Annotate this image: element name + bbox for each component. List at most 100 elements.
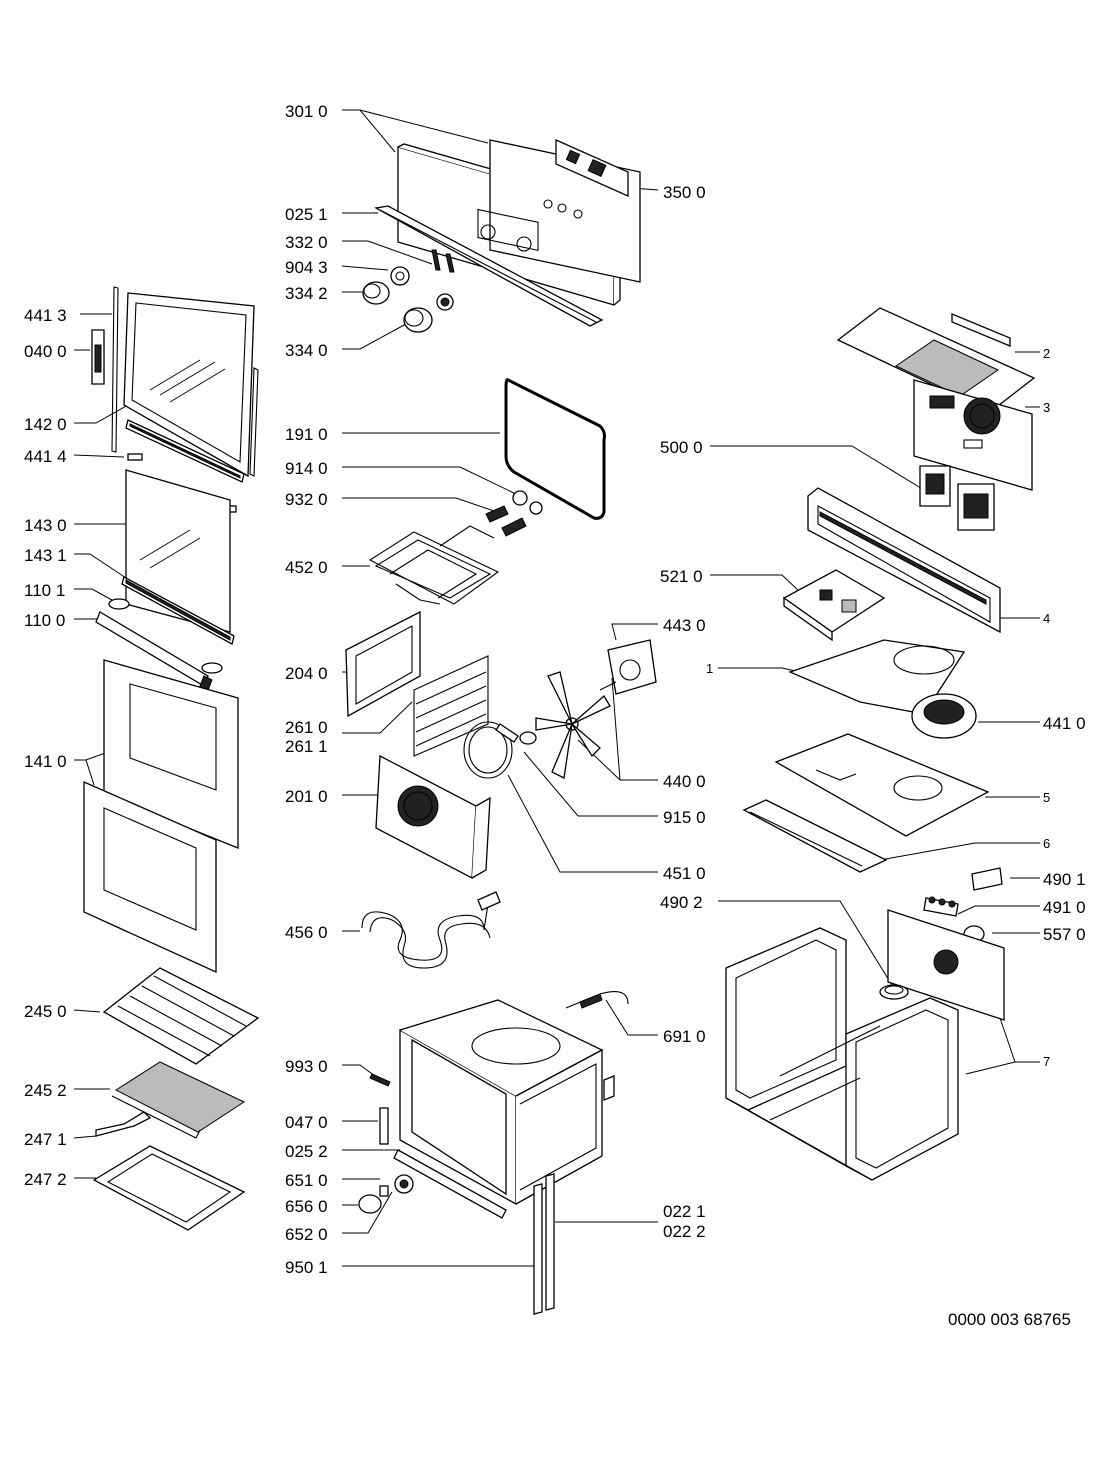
label-110-1: 110 1 xyxy=(24,581,65,600)
side-strips-022-950 xyxy=(533,1173,555,1315)
diagram-id: 0000 003 68765 xyxy=(948,1310,1071,1329)
label-143-0: 143 0 xyxy=(24,516,67,535)
hinge-040-0 xyxy=(91,329,105,385)
label-3: 3 xyxy=(1043,400,1050,415)
bottom-element-456-0 xyxy=(361,891,501,969)
label-443-0: 443 0 xyxy=(663,616,706,635)
nut-915-0 xyxy=(519,731,537,745)
cooling-fan-441-0 xyxy=(911,693,977,739)
label-651-0: 651 0 xyxy=(285,1171,328,1190)
label-110-0: 110 0 xyxy=(24,611,65,630)
label-914-0: 914 0 xyxy=(285,459,328,478)
label-490-2: 490 2 xyxy=(660,893,703,912)
side-plate-204-0 xyxy=(345,610,421,718)
tray-247-2 xyxy=(92,1145,246,1231)
label-040-0: 040 0 xyxy=(24,342,67,361)
label-047-0: 047 0 xyxy=(285,1113,328,1132)
label-247-2: 247 2 xyxy=(24,1170,67,1189)
label-141-0: 141 0 xyxy=(24,752,67,771)
label-440-0: 440 0 xyxy=(663,772,706,791)
label-452-0: 452 0 xyxy=(285,558,328,577)
label-6: 6 xyxy=(1043,836,1050,851)
grid-245-2 xyxy=(111,1061,246,1139)
grill-element-452-0 xyxy=(368,525,500,605)
label-557-0: 557 0 xyxy=(1043,925,1086,944)
label-652-0: 652 0 xyxy=(285,1225,328,1244)
label-261-0: 261 0 xyxy=(285,718,328,737)
fan-motor-443-0 xyxy=(599,639,657,695)
connectors-490-491-557 xyxy=(923,867,1003,943)
leader-lines xyxy=(73,109,1040,1267)
label-2: 2 xyxy=(1043,346,1050,361)
label-451-0: 451 0 xyxy=(663,864,706,883)
label-025-1: 025 1 xyxy=(285,205,328,224)
label-334-0: 334 0 xyxy=(285,341,328,360)
springs-932-0 xyxy=(485,505,527,537)
label-334-2: 334 2 xyxy=(285,284,328,303)
label-932-0: 932 0 xyxy=(285,490,328,509)
front-strip-025-2 xyxy=(393,1149,507,1219)
label-191-0: 191 0 xyxy=(285,425,328,444)
label-441-4: 441 4 xyxy=(24,447,67,466)
control-panel-301-0 xyxy=(374,139,641,327)
label-7: 7 xyxy=(1043,1054,1050,1069)
label-656-0: 656 0 xyxy=(285,1197,328,1216)
strip-143-1 xyxy=(121,576,235,645)
front-trim-6 xyxy=(742,799,888,873)
label-441-0: 441 0 xyxy=(1043,714,1086,733)
front-frame-4 xyxy=(807,487,1001,634)
label-143-1: 143 1 xyxy=(24,546,67,565)
handle-110 xyxy=(95,598,223,691)
label-1: 1 xyxy=(706,661,713,676)
fan-blade-440-0 xyxy=(535,671,611,779)
label-904-3: 904 3 xyxy=(285,258,328,277)
label-332-0: 332 0 xyxy=(285,233,328,252)
back-panel-3 xyxy=(913,379,1033,491)
fan-cover-201-0 xyxy=(375,754,491,880)
switch-knob-651-656-652 xyxy=(358,1174,414,1214)
label-993-0: 993 0 xyxy=(285,1057,328,1076)
label-204-0: 204 0 xyxy=(285,664,328,683)
label-456-0: 456 0 xyxy=(285,923,328,942)
label-4: 4 xyxy=(1043,611,1050,626)
label-491-0: 491 0 xyxy=(1043,898,1086,917)
control-board-521-0 xyxy=(782,569,886,642)
gasket-191-0 xyxy=(504,378,606,520)
label-022-1: 022 1 xyxy=(663,1202,706,1221)
support-247-1 xyxy=(95,1111,152,1137)
label-245-2: 245 2 xyxy=(24,1081,67,1100)
shelf-rails-261 xyxy=(413,655,489,757)
fan-element-451-0 xyxy=(463,721,519,779)
label-350-0: 350 0 xyxy=(663,183,706,202)
label-441-3: 441 3 xyxy=(24,306,67,325)
label-500-0: 500 0 xyxy=(660,438,703,457)
top-plate-5 xyxy=(774,733,990,837)
knobs-334 xyxy=(362,249,455,333)
label-022-2: 022 2 xyxy=(663,1222,706,1241)
door-frame-142-0 xyxy=(111,286,259,478)
label-521-0: 521 0 xyxy=(660,567,703,586)
lamp-914-0 xyxy=(512,490,543,515)
label-201-0: 201 0 xyxy=(285,787,328,806)
label-490-1: 490 1 xyxy=(1043,870,1086,889)
outer-door-141-0 xyxy=(83,659,239,974)
rack-245-0 xyxy=(102,967,260,1065)
cavity-front-frame xyxy=(399,999,615,1206)
label-245-0: 245 0 xyxy=(24,1002,67,1021)
probe-691-0 xyxy=(565,991,629,1009)
fan-shroud-1 xyxy=(788,639,966,715)
part-labels: 301 0 350 0 025 1 332 0 904 3 334 2 334 … xyxy=(24,102,1086,1329)
programmer-350-0 xyxy=(555,138,629,198)
label-247-1: 247 1 xyxy=(24,1130,67,1149)
label-025-2: 025 2 xyxy=(285,1142,328,1161)
screw-993-0 xyxy=(369,1073,391,1087)
label-261-1: 261 1 xyxy=(285,737,328,756)
label-142-0: 142 0 xyxy=(24,415,67,434)
label-915-0: 915 0 xyxy=(663,808,706,827)
label-950-1: 950 1 xyxy=(285,1258,328,1277)
label-301-0: 301 0 xyxy=(285,102,328,121)
relay-block-500-0 xyxy=(919,465,995,531)
label-5: 5 xyxy=(1043,790,1050,805)
casing-7 xyxy=(725,909,1005,1181)
